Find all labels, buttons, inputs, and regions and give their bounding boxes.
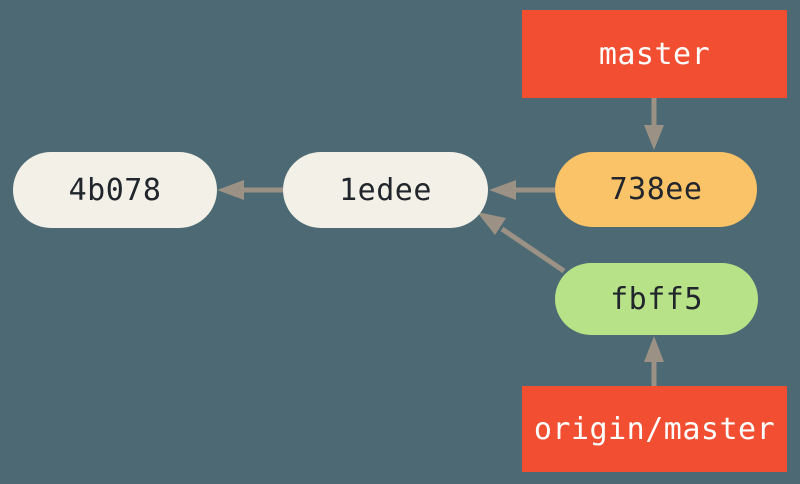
commit-node-738ee-text: 738ee: [609, 172, 703, 207]
arrow-fbff5-to-1edee: [477, 212, 566, 274]
commit-node-1edee: 1edee: [283, 152, 488, 228]
commit-node-fbff5: fbff5: [555, 263, 758, 335]
branch-label-origin-master-text: origin/master: [533, 411, 776, 447]
commit-node-738ee: 738ee: [555, 152, 757, 227]
commit-node-4b078-text: 4b078: [68, 172, 162, 208]
commit-node-1edee-text: 1edee: [339, 172, 432, 208]
arrow-master-to-738ee: [644, 98, 664, 150]
arrow-738ee-to-1edee: [489, 180, 555, 200]
branch-label-origin-master: origin/master: [522, 386, 787, 472]
arrow-origin-master-to-fbff5: [644, 336, 664, 386]
commit-node-fbff5-text: fbff5: [610, 281, 703, 317]
arrow-1edee-to-4b078: [217, 180, 283, 200]
branch-label-master: master: [522, 10, 787, 98]
branch-label-master-text: master: [598, 36, 711, 72]
commit-node-4b078: 4b078: [13, 152, 217, 228]
